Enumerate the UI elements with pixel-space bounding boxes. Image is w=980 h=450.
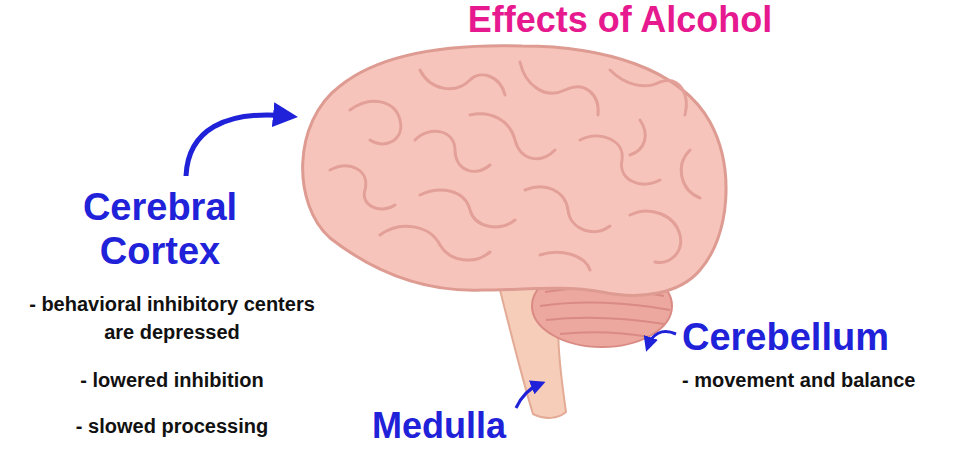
cerebrum-shape	[303, 46, 726, 296]
region-name: Medulla	[372, 405, 506, 446]
effect-note: - slowed processing	[22, 412, 322, 440]
region-name: Cerebral Cortex	[40, 186, 280, 273]
medulla-arrow	[516, 384, 540, 408]
effect-note: - behavioral inhibitory centers are depr…	[22, 290, 322, 346]
diagram-title: Effects of Alcohol	[420, 0, 820, 40]
effect-note: - lowered inhibition	[22, 366, 322, 394]
gyri-folds	[330, 62, 700, 270]
cerebellum-arrow	[648, 332, 676, 346]
effect-note: - movement and balance	[682, 366, 915, 394]
cortex-arrow	[186, 115, 288, 176]
region-name: Cerebellum	[682, 316, 889, 360]
